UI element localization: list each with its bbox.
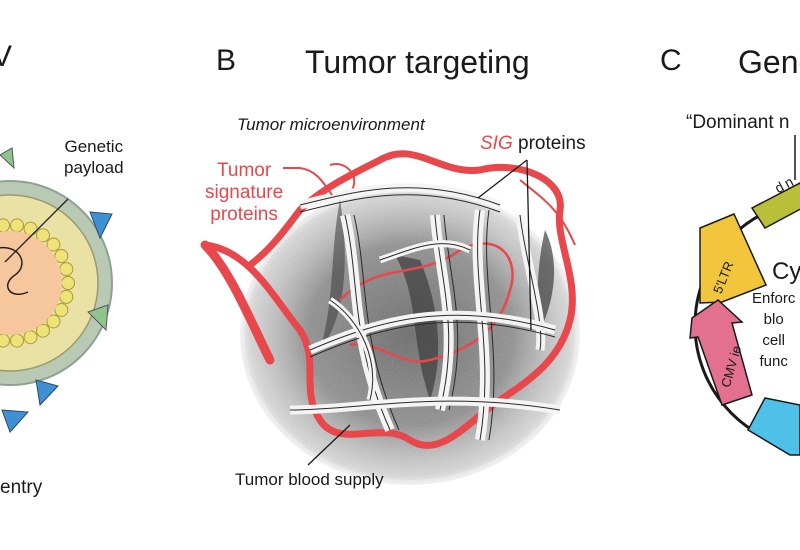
sig-proteins-label: SIG proteins (480, 133, 586, 155)
sig-rest: proteins (512, 133, 586, 154)
capsid-bead (46, 314, 61, 329)
capsid-bead (59, 262, 74, 277)
capsid-bead (23, 221, 38, 236)
panel-c-plasmid (689, 135, 800, 456)
capsid-bead (54, 302, 69, 317)
dark-vessel (395, 255, 439, 400)
sig-fibers (289, 183, 561, 441)
blood-supply-label: Tumor blood supply (235, 470, 384, 489)
virus-core (0, 231, 62, 335)
signature-pointer (299, 167, 333, 196)
panel-b-letter: B (216, 44, 237, 77)
capsid-bead (35, 228, 50, 243)
spike-blue (89, 211, 113, 240)
plasmid-center-text: Enforc blo cell func (752, 290, 796, 370)
capsid-bead (46, 237, 61, 252)
sig-pointer (526, 159, 532, 331)
plasmid-center-title: Cy (772, 258, 800, 285)
panel-b-tumor (200, 150, 580, 485)
segment-cyan (747, 397, 800, 456)
spike-green (87, 304, 109, 332)
blood-vessel (201, 150, 576, 449)
segment-dn (750, 182, 800, 229)
capsid-bead (0, 333, 11, 348)
segment-cmv (689, 299, 753, 406)
capsid-bead (9, 218, 24, 233)
blood-supply-pointer (307, 424, 351, 466)
dark-vessel (537, 230, 555, 330)
panel-a-letter: V (0, 40, 13, 73)
blood-vessel (329, 163, 356, 191)
dominant-label: “Dominant n (686, 112, 790, 133)
payload-label: Genetic payload (64, 137, 124, 177)
blood-vessel (200, 240, 275, 365)
panel-a-virus (0, 147, 113, 433)
signature-proteins-label: Tumor signature proteins (205, 160, 284, 225)
entry-label: entry (0, 477, 43, 498)
blood-vessel (339, 242, 514, 363)
capsid-bead (23, 330, 38, 345)
spike-blue (1, 409, 30, 433)
panel-c-title: Gene (738, 44, 800, 80)
capsid-bead (35, 323, 50, 338)
payload-pointer (4, 198, 69, 263)
capsid-bead (0, 218, 11, 233)
capsid-bead (61, 276, 75, 290)
capsid-bead (54, 249, 69, 264)
spike-green (0, 147, 15, 170)
payload-strand (0, 247, 29, 295)
dark-vessel (320, 200, 345, 350)
capsid-bead (9, 333, 24, 348)
segment-ltr (699, 213, 768, 304)
panel-b-title: Tumor targeting (305, 44, 530, 80)
sig-italic: SIG (480, 133, 513, 154)
sig-pointer (477, 159, 528, 199)
capsid-bead (59, 289, 74, 304)
microenvironment-label: Tumor microenvironment (237, 115, 425, 134)
spike-blue (35, 379, 59, 407)
panel-c-letter: C (660, 44, 682, 77)
